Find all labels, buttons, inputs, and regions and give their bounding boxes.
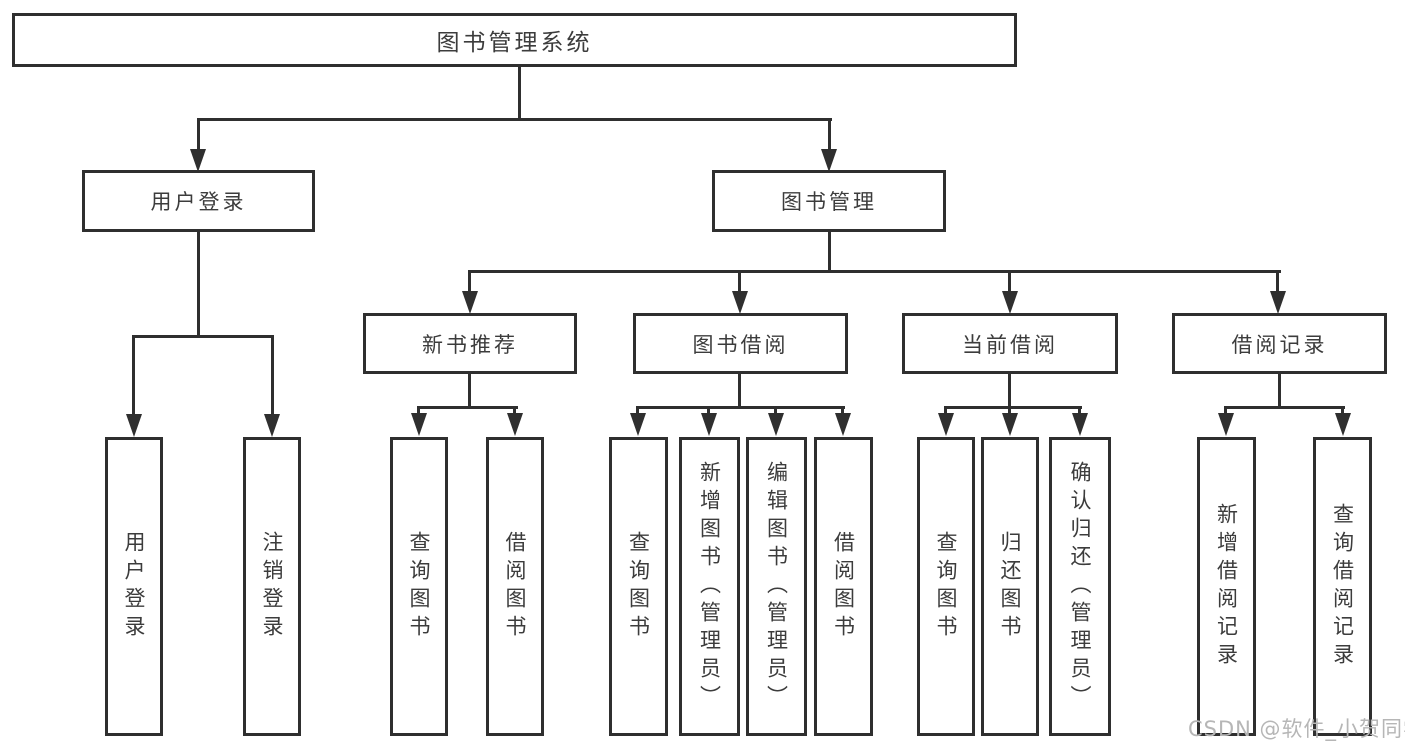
node-label: 用户登录 [122,530,146,643]
connector-line [132,335,274,338]
node-return-books: 归还图书 [981,437,1039,736]
arrowhead-down-icon [507,413,523,436]
connector-line [636,408,639,416]
arrowhead-down-icon [630,413,646,436]
connector-line [518,65,521,120]
node-label: 新增借阅记录 [1214,502,1239,671]
node-label: 借阅图书 [503,530,527,643]
node-label: 借阅图书 [831,530,856,643]
connector-line [738,372,741,408]
connector-line [417,408,420,416]
node-label: 注销登录 [260,530,284,643]
connector-line [197,231,200,337]
node-borrowing-records: 借阅记录 [1172,313,1387,374]
node-label: 借阅记录 [1231,332,1328,357]
connector-line [841,408,844,416]
connector-line [417,406,518,409]
arrowhead-down-icon [411,413,427,436]
arrowhead-down-icon [701,413,717,436]
connector-line [738,272,741,293]
connector-line [197,118,832,121]
node-borrow-books: 借阅图书 [486,437,544,736]
node-library-management-system: 图书管理系统 [12,13,1017,67]
node-query-books: 查询图书 [917,437,975,736]
node-query-books: 查询图书 [609,437,668,736]
node-query-books: 查询图书 [390,437,448,736]
node-user-login: 用户登录 [82,170,315,232]
connector-line [1276,272,1279,293]
arrowhead-down-icon [462,291,478,314]
arrowhead-down-icon [835,413,851,436]
arrowhead-down-icon [1270,291,1286,314]
node-label: 用户登录 [150,190,247,214]
node-label: 归还图书 [998,530,1022,643]
connector-line [468,372,471,408]
node-logout: 注销登录 [243,437,301,736]
node-label: 图书管理系统 [436,30,593,56]
arrowhead-down-icon [190,149,206,172]
node-label: 确认归还（管理员） [1068,460,1092,713]
node-add-books-admin: 新增图书（管理员） [679,437,740,736]
arrowhead-down-icon [1002,413,1018,436]
connector-line [1341,408,1344,416]
arrowhead-down-icon [732,291,748,314]
connector-line [828,120,831,151]
connector-line [197,120,200,151]
connector-line [1008,408,1011,416]
node-confirm-return-admin: 确认归还（管理员） [1049,437,1111,736]
connector-line [828,231,831,272]
arrowhead-down-icon [938,413,954,436]
node-label: 编辑图书（管理员） [764,460,789,713]
arrowhead-down-icon [1335,413,1351,436]
node-query-borrow-record: 查询借阅记录 [1313,437,1372,736]
node-add-borrow-record: 新增借阅记录 [1197,437,1256,736]
node-label: 图书借阅 [692,332,789,357]
connector-line [1224,406,1345,409]
node-edit-books-admin: 编辑图书（管理员） [746,437,807,736]
node-label: 查询图书 [626,530,651,643]
connector-line [1278,372,1281,408]
node-label: 查询借阅记录 [1330,502,1355,671]
node-label: 图书管理 [781,190,877,214]
connector-line [636,406,845,409]
connector-line [1224,408,1227,416]
arrowhead-down-icon [1002,291,1018,314]
connector-line [1008,372,1011,408]
connector-line [468,272,471,293]
node-label: 新书推荐 [422,332,518,357]
connector-line [944,408,947,416]
connector-line [707,408,710,416]
node-book-management: 图书管理 [712,170,946,232]
arrowhead-down-icon [1072,413,1088,436]
connector-line [132,337,135,416]
connector-line [1078,408,1081,416]
connector-line [468,270,1281,273]
arrowhead-down-icon [768,413,784,436]
connector-line [774,408,777,416]
node-book-borrowing: 图书借阅 [633,313,848,374]
node-current-borrowing: 当前借阅 [902,313,1118,374]
arrowhead-down-icon [821,149,837,172]
connector-line [944,406,1082,409]
node-user-login-action: 用户登录 [105,437,163,736]
node-label: 查询图书 [934,530,958,643]
node-label: 查询图书 [407,530,431,643]
arrowhead-down-icon [1218,413,1234,436]
arrowhead-down-icon [126,414,142,437]
node-label: 当前借阅 [962,332,1058,357]
node-new-book-recommend: 新书推荐 [363,313,577,374]
connector-line [513,408,516,416]
connector-line [271,337,274,416]
csdn-watermark: CSDN @软件_小贺同学 [1188,717,1405,741]
node-borrow-books: 借阅图书 [814,437,873,736]
connector-line [1008,272,1011,293]
node-label: 新增图书（管理员） [697,460,722,713]
arrowhead-down-icon [264,414,280,437]
